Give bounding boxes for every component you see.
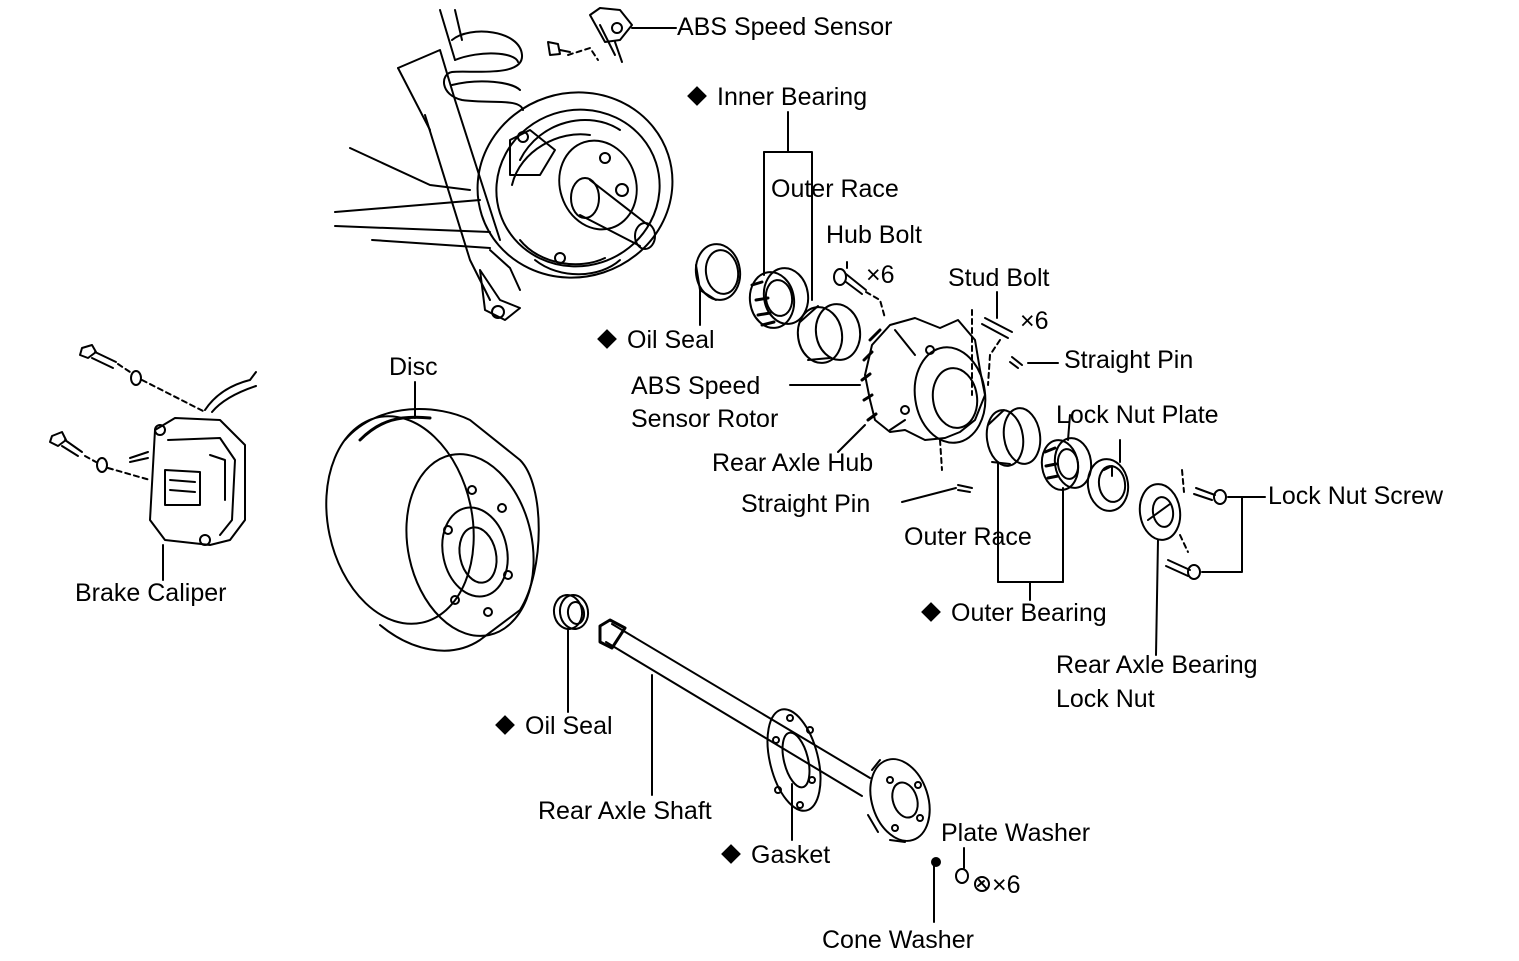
oil-seal-top-drawing	[694, 243, 742, 326]
label-inner-bearing: Inner Bearing	[687, 82, 868, 112]
hub-bolt-drawing	[833, 261, 886, 319]
label-oil-seal-top: Oil Seal	[597, 325, 715, 355]
label-brake-caliper: Brake Caliper	[75, 579, 227, 607]
label-outer-bearing: Outer Bearing	[921, 598, 1107, 628]
label-nut-qty: ×6	[992, 871, 1021, 899]
label-rear-axle-shaft: Rear Axle Shaft	[538, 797, 712, 825]
diamond-icon	[597, 329, 617, 350]
diamond-icon	[921, 602, 941, 623]
label-lock-nut-plate: Lock Nut Plate	[1056, 401, 1219, 429]
label-stud-bolt-qty: ×6	[1020, 307, 1049, 335]
label-hub-bolt: Hub Bolt	[826, 221, 922, 249]
label-outer-bearing-text: Outer Bearing	[951, 599, 1107, 627]
label-rear-axle-bearing-line2: Lock Nut	[1056, 685, 1155, 713]
label-inner-bearing-text: Inner Bearing	[717, 83, 868, 111]
label-cone-washer: Cone Washer	[822, 926, 974, 954]
suspension-assembly	[334, 9, 674, 321]
inner-bearing-drawing	[748, 111, 813, 329]
diamond-icon	[495, 715, 515, 736]
oil-seal-bottom-drawing	[552, 594, 590, 713]
abs-speed-sensor-drawing	[547, 7, 677, 63]
label-abs-speed-sensor: ABS Speed Sensor	[677, 13, 893, 41]
label-outer-race-bottom: Outer Race	[904, 523, 1032, 551]
label-disc: Disc	[389, 353, 438, 381]
label-plate-washer: Plate Washer	[941, 819, 1091, 847]
label-gasket-text: Gasket	[751, 841, 831, 869]
stud-bolt-drawing	[981, 291, 1013, 386]
label-oil-seal-bottom-text: Oil Seal	[525, 712, 613, 740]
brake-disc-drawing	[325, 381, 540, 652]
label-oil-seal-top-text: Oil Seal	[627, 326, 715, 354]
diamond-icon	[687, 86, 707, 107]
label-rear-axle-bearing-line1: Rear Axle Bearing	[1056, 651, 1258, 679]
outer-bearing-drawing	[997, 414, 1093, 601]
label-lock-nut-screw: Lock Nut Screw	[1268, 482, 1444, 510]
diamond-icon	[721, 844, 741, 865]
gasket-drawing	[766, 708, 822, 841]
label-straight-pin-top: Straight Pin	[1064, 346, 1194, 374]
label-rear-axle-hub: Rear Axle Hub	[712, 449, 874, 477]
rear-axle-hub-drawing	[789, 309, 987, 471]
label-abs-rotor-line1: ABS Speed	[631, 372, 761, 400]
washer-nut-drawings	[931, 847, 990, 923]
lock-nut-plate-drawing	[1086, 439, 1130, 512]
outer-race-top-drawing	[796, 207, 862, 364]
straight-pin-drawings	[901, 356, 1059, 503]
brake-caliper-drawing	[49, 344, 257, 581]
label-stud-bolt: Stud Bolt	[948, 264, 1050, 292]
lock-nut-drawing	[1138, 469, 1189, 656]
label-outer-race-top: Outer Race	[771, 175, 899, 203]
label-straight-pin-bottom: Straight Pin	[741, 490, 871, 518]
label-oil-seal-bottom: Oil Seal	[495, 711, 613, 741]
label-abs-rotor-line2: Sensor Rotor	[631, 405, 779, 433]
label-hub-bolt-qty: ×6	[866, 261, 895, 289]
lock-nut-screw-drawing	[1165, 487, 1266, 580]
label-gasket: Gasket	[721, 840, 831, 870]
outer-race-bottom-drawing	[985, 407, 1042, 583]
